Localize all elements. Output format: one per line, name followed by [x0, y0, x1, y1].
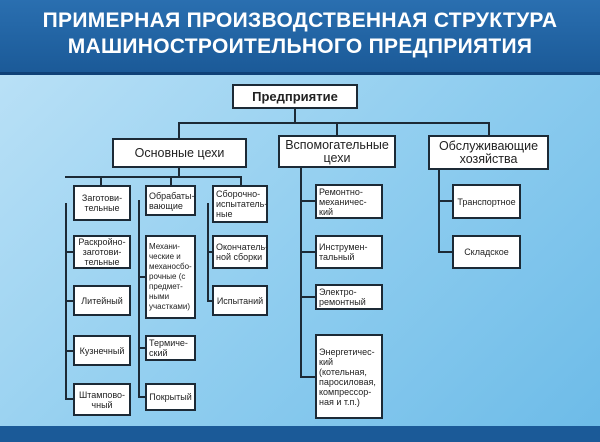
- connector: [438, 169, 440, 253]
- node-aux-0: Ремонтно-механичес-кий: [315, 184, 383, 219]
- node-col2-1: Механи-ческие и механосбо-рочные (с пред…: [145, 235, 196, 319]
- connector: [294, 108, 296, 124]
- node-col3-1: Окончатель-ной сборки: [212, 235, 268, 269]
- node-col1-3: Кузнечный: [73, 335, 131, 366]
- footer-strip: [0, 426, 600, 442]
- root-node: Предприятие: [232, 84, 358, 109]
- connector: [178, 167, 180, 177]
- connector: [178, 122, 180, 139]
- node-col1-0: Заготови-тельные: [73, 185, 131, 221]
- node-col1-1: Раскройно-заготови-тельные: [73, 235, 131, 269]
- connector: [488, 122, 490, 136]
- node-col1-4: Штампово-чный: [73, 383, 131, 416]
- node-service-0: Транспортное: [452, 184, 521, 219]
- connector: [336, 122, 338, 136]
- service-node: Обслуживающие хозяйства: [428, 135, 549, 170]
- node-aux-2: Электро-ремонтный: [315, 284, 383, 310]
- main-shops-node: Основные цехи: [112, 138, 247, 168]
- connector: [178, 122, 490, 124]
- node-col2-0: Обрабаты-вающие: [145, 185, 196, 216]
- node-col1-2: Литейный: [73, 285, 131, 316]
- connector: [65, 176, 241, 178]
- node-col2-2: Термиче-ский: [145, 335, 196, 361]
- title-banner: [0, 0, 600, 75]
- node-col3-0: Сборочно-испытатель-ные: [212, 185, 268, 223]
- connector: [170, 176, 172, 186]
- title-line-1: ПРИМЕРНАЯ ПРОИЗВОДСТВЕННАЯ СТРУКТУРА: [42, 9, 558, 32]
- aux-shops-node: Вспомогательные цехи: [278, 135, 396, 168]
- connector: [240, 176, 242, 186]
- node-col3-2: Испытаний: [212, 285, 268, 316]
- connector: [300, 167, 302, 377]
- title-line-2: МАШИНОСТРОИТЕЛЬНОГО ПРЕДПРИЯТИЯ: [67, 35, 533, 58]
- connector: [138, 200, 140, 397]
- connector: [100, 176, 102, 186]
- page-title: ПРИМЕРНАЯ ПРОИЗВОДСТВЕННАЯ СТРУКТУРА МАШИ…: [0, 8, 600, 60]
- node-aux-3: Энергетичес-кий (котельная, паросиловая,…: [315, 334, 383, 419]
- node-service-1: Складское: [452, 235, 521, 269]
- node-col2-3: Покрытый: [145, 383, 196, 411]
- node-aux-1: Инструмен-тальный: [315, 235, 383, 269]
